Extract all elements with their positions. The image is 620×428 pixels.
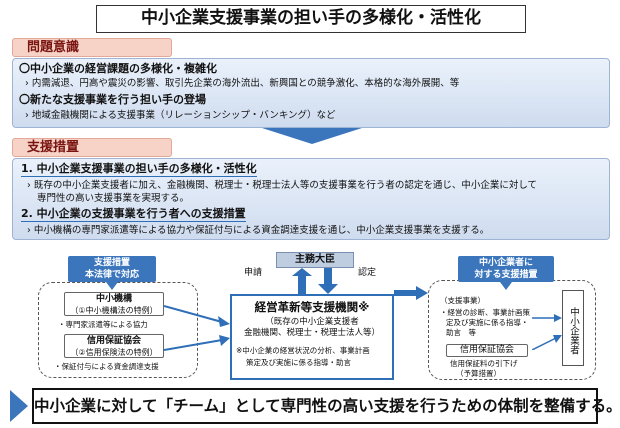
approve-label: 認定 — [358, 268, 377, 278]
tag-pointer-icon — [500, 282, 512, 290]
support-institution-title: 経営革新等支援機関※ — [254, 300, 370, 314]
chevron-right-icon: › — [25, 78, 29, 89]
problem-item-head: 〇中小企業の経営課題の多様化・複雑化 — [19, 62, 217, 75]
apply-approve-arrows — [292, 268, 338, 294]
measures-panel: 1. 中小企業支援事業の担い手の多様化・活性化 › 既存の中小企業支援者に加え、… — [12, 158, 610, 240]
sme-agency-note: ・専門家派遣等による協力 — [58, 320, 148, 329]
support-institution-sub: （既存の中小企業支援者 — [265, 317, 359, 327]
measure-item-detail: 専門性の高い支援事業を実現する。 — [37, 193, 190, 204]
right-support-item: （支援事業） — [440, 296, 485, 305]
measure-item-head: 1. 中小企業支援事業の担い手の多様化・活性化 — [21, 162, 257, 177]
right-arrow-icon — [394, 286, 428, 300]
apply-label: 申請 — [244, 268, 263, 278]
chevron-right-icon: › — [27, 180, 31, 191]
down-arrow-icon — [262, 128, 362, 144]
measure-item-head: 2. 中小企業の支援事業を行う者への支援措置 — [21, 207, 246, 222]
right-fee-note: 信用保証料の引下げ — [450, 359, 518, 368]
left-support-tag: 支援措置 本法律で対応 — [68, 256, 156, 282]
target-sme-box: 中小企業者 — [562, 290, 584, 366]
measures-label: 支援措置 — [12, 138, 172, 157]
right-support-item: 定及び実施に係る指導・ — [446, 318, 529, 327]
problem-panel: 〇中小企業の経営課題の多様化・複雑化 › 内需減退、円高や震災の影響、取引先企業… — [12, 58, 610, 128]
measure-item-detail: › 既存の中小企業支援者に加え、金融機関、税理士・税理士法人等の支援事業を行う者… — [27, 180, 538, 191]
chevron-right-icon: › — [27, 225, 31, 236]
right-guarantee-box: 信用保証協会 — [446, 344, 528, 357]
support-institution-note: 策定及び実施に係る指導・助言 — [246, 358, 351, 367]
right-support-item: ・経営の診断、事業計画策 — [440, 308, 530, 317]
problem-label: 問題意識 — [12, 38, 172, 57]
problem-item-head: 〇新たな支援事業を行う担い手の登場 — [19, 93, 206, 106]
right-fee-note: （予算措置） — [456, 369, 501, 378]
credit-guarantee-note: ・保証付与による資金調達支援 — [54, 362, 159, 371]
problem-item-detail: › 地域金融機関による支援事業（リレーションシップ・バンキング）など — [25, 110, 336, 121]
page-title: 中小企業支援事業の担い手の多様化・活性化 — [96, 5, 526, 33]
support-arrows — [164, 305, 230, 351]
conclusion-box: 中小企業に対して「チーム」として専門性の高い支援を行うための体制を整備する。 — [32, 388, 620, 424]
right-support-item: 助言 等 — [446, 328, 476, 337]
support-institution-box: 経営革新等支援機関※ （既存の中小企業支援者 金融機関、税理士・税理士法人等） … — [230, 294, 394, 380]
chevron-right-icon — [10, 390, 28, 422]
sme-agency-box: 中小機構 （①中小機構法の特例） — [64, 292, 164, 316]
minister-box: 主務大臣 — [276, 252, 354, 268]
measure-item-detail: › 中小機構の専門家派遣等による協力や保証付与による資金調達支援を通じ、中小企業… — [27, 225, 490, 236]
target-arrows — [532, 314, 562, 350]
support-institution-note: ※中小企業の経営状況の分析、事業計画 — [236, 346, 370, 355]
tag-pointer-icon — [106, 282, 118, 290]
right-support-tag: 中小企業者に 対する支援措置 — [458, 256, 554, 282]
credit-guarantee-box: 信用保証協会 （②信用保険法の特例） — [64, 334, 164, 358]
support-institution-sub: 金融機関、税理士・税理士法人等） — [243, 328, 380, 338]
problem-item-detail: › 内需減退、円高や震災の影響、取引先企業の海外流出、新興国との競争激化、本格的… — [25, 78, 460, 89]
chevron-right-icon: › — [25, 110, 29, 121]
